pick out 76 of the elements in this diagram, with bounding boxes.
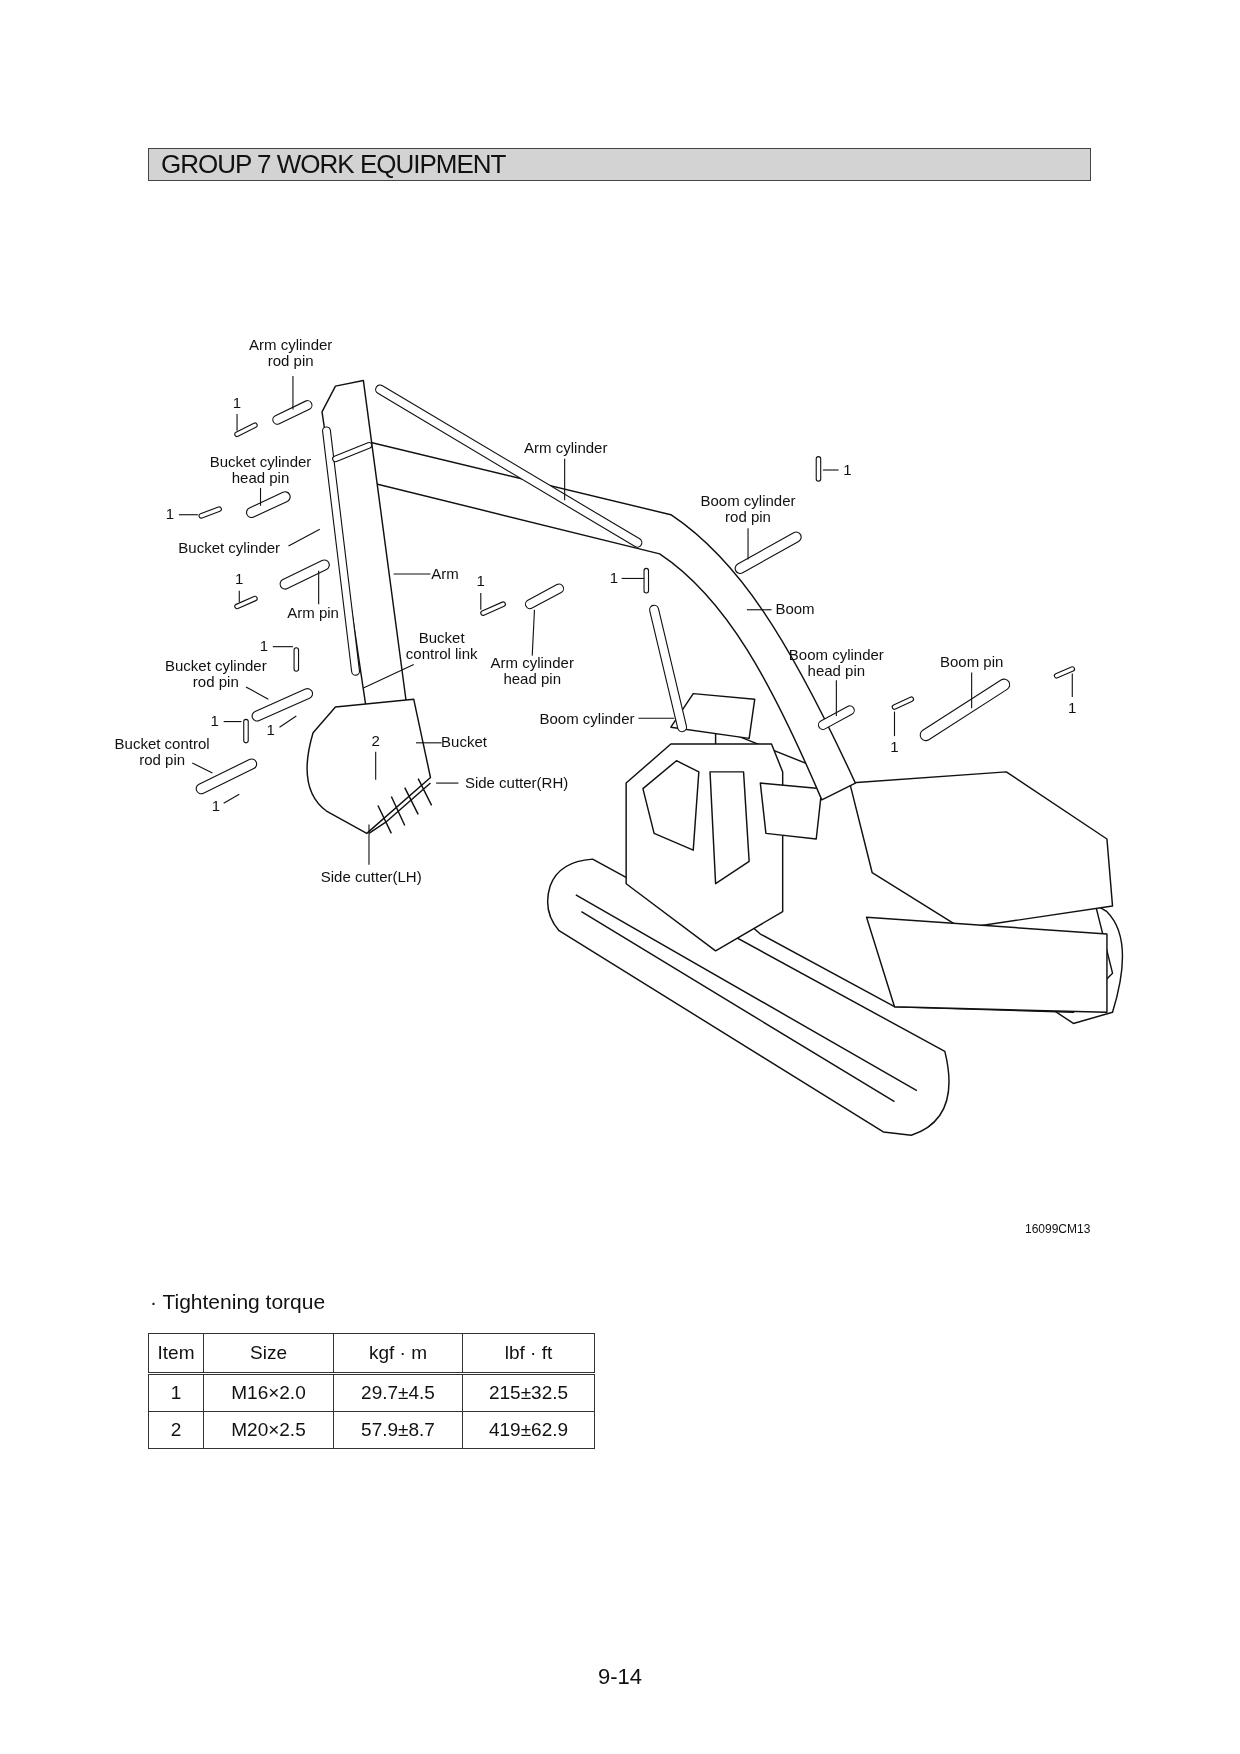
- leader-line: [747, 527, 749, 560]
- callout-number: 1: [165, 506, 175, 523]
- leader-line: [1071, 672, 1073, 698]
- table-cell: 57.9±8.7: [333, 1411, 463, 1449]
- part-label: Boom cylinder: [539, 710, 635, 727]
- leader-line: [223, 721, 243, 723]
- section-heading: GROUP 7 WORK EQUIPMENT: [148, 148, 1091, 181]
- leader-line: [245, 686, 269, 700]
- leader-line: [893, 710, 896, 737]
- part-label: Side cutter(RH): [464, 774, 569, 791]
- callout-number: 1: [476, 573, 485, 590]
- callout-number: 1: [210, 713, 219, 730]
- leader-line: [278, 715, 297, 728]
- part-label: Arm pin: [287, 604, 339, 621]
- leader-line: [292, 375, 294, 411]
- leader-line: [822, 469, 840, 471]
- leader-line: [746, 609, 773, 611]
- leader-line: [318, 570, 320, 605]
- leader-line: [393, 573, 432, 575]
- leader-line: [362, 664, 415, 689]
- page-number: 9-14: [598, 1664, 643, 1690]
- table-cell: 29.7±4.5: [333, 1373, 463, 1412]
- leader-line: [435, 782, 459, 784]
- table-header: kgf · m: [333, 1333, 463, 1374]
- part-label: Arm cylinder rod pin: [240, 337, 341, 370]
- part-label: Side cutter(LH): [320, 868, 422, 885]
- table-header: Item: [148, 1333, 204, 1374]
- leader-line: [287, 528, 321, 547]
- part-label: Arm: [431, 565, 459, 582]
- part-label: Bucket cylinder: [178, 539, 281, 556]
- part-label: Bucket control rod pin: [107, 736, 218, 769]
- leader-line: [971, 671, 973, 709]
- callout-number: 1: [266, 722, 275, 739]
- table-cell: M20×2.5: [203, 1411, 334, 1449]
- callout-number: 1: [211, 798, 220, 815]
- part-label: Arm cylinder: [524, 440, 608, 457]
- callout-number: 1: [259, 638, 269, 655]
- part-label: Boom pin: [939, 653, 1004, 670]
- part-label: Bucket cylinder head pin: [203, 453, 318, 486]
- table-cell: M16×2.0: [203, 1373, 334, 1412]
- leader-line: [564, 458, 566, 501]
- table-header: Size: [203, 1333, 334, 1374]
- table-cell: 1: [148, 1373, 204, 1412]
- part-label: Boom: [775, 601, 815, 618]
- table-cell: 215±32.5: [462, 1373, 595, 1412]
- callout-number: 1: [843, 461, 852, 478]
- callout-number: 2: [371, 733, 380, 750]
- leader-line: [375, 751, 377, 781]
- section-note: · Tightening torque: [150, 1290, 326, 1314]
- table-cell: 419±62.9: [462, 1411, 595, 1449]
- callout-number: 1: [235, 571, 244, 588]
- leader-line: [236, 413, 238, 432]
- table-header: lbf · ft: [462, 1333, 595, 1374]
- table-cell: 2: [148, 1411, 204, 1449]
- leader-line: [178, 514, 199, 516]
- leader-line: [480, 592, 482, 611]
- part-label: Bucket: [441, 734, 487, 751]
- part-label: Boom cylinder head pin: [786, 647, 887, 680]
- leader-line: [415, 742, 443, 744]
- callout-number: 1: [609, 570, 618, 587]
- leader-line: [223, 793, 240, 804]
- callout-number: 1: [232, 394, 242, 411]
- callout-number: 1: [1068, 699, 1077, 716]
- leader-line: [191, 762, 213, 774]
- leader-line: [637, 717, 675, 719]
- callout-number: 1: [890, 738, 899, 755]
- part-label: Boom cylinder rod pin: [698, 492, 798, 525]
- leader-line: [272, 646, 294, 648]
- leader-line: [835, 679, 837, 717]
- drawing-number: 16099CM13: [1025, 1222, 1091, 1236]
- part-label: Bucket cylinder rod pin: [158, 658, 274, 691]
- leader-line: [531, 609, 535, 657]
- leader-line: [368, 823, 370, 866]
- leader-line: [238, 590, 240, 603]
- leader-line: [621, 577, 645, 579]
- leader-line: [259, 487, 262, 507]
